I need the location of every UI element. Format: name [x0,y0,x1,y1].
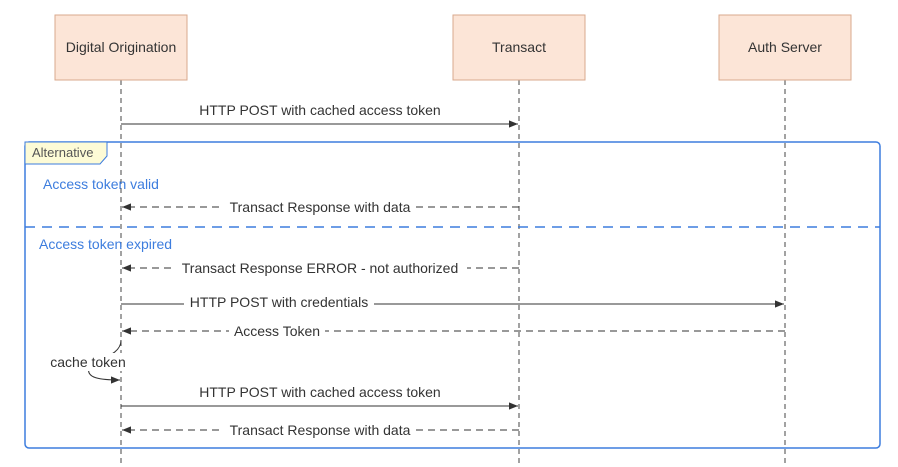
fragment-tag-label: Alternative [32,145,93,160]
message-6-self[interactable]: cache token [48,339,130,384]
message-label: Access Token [234,323,320,339]
message-label: HTTP POST with cached access token [199,384,440,400]
alt-fragment: Alternative Access token valid Access to… [24,141,881,449]
participant-auth-server[interactable]: Auth Server [718,14,852,81]
fragment-tag [24,141,108,165]
message-1[interactable]: HTTP POST with cached access token [121,102,518,128]
participant-label: Transact [492,39,546,55]
message-2[interactable]: Transact Response with data [122,198,519,216]
message-3[interactable]: Transact Response ERROR - not authorized [122,259,519,277]
message-label: Transact Response with data [230,199,411,215]
message-5[interactable]: Access Token [122,322,785,340]
message-label: HTTP POST with cached access token [199,102,440,118]
condition-expired: Access token expired [39,236,172,252]
participant-label: Auth Server [748,39,822,55]
message-label: HTTP POST with credentials [190,294,368,310]
message-label: cache token [50,354,126,370]
participant-label: Digital Origination [66,39,177,55]
message-label: Transact Response with data [230,422,411,438]
message-8[interactable]: Transact Response with data [122,421,519,439]
message-label: Transact Response ERROR - not authorized [182,260,459,276]
participant-transact[interactable]: Transact [452,14,586,81]
participant-digital-origination[interactable]: Digital Origination [54,14,188,81]
condition-valid: Access token valid [43,176,159,192]
message-7[interactable]: HTTP POST with cached access token [121,384,518,410]
message-4[interactable]: HTTP POST with credentials [121,294,784,313]
